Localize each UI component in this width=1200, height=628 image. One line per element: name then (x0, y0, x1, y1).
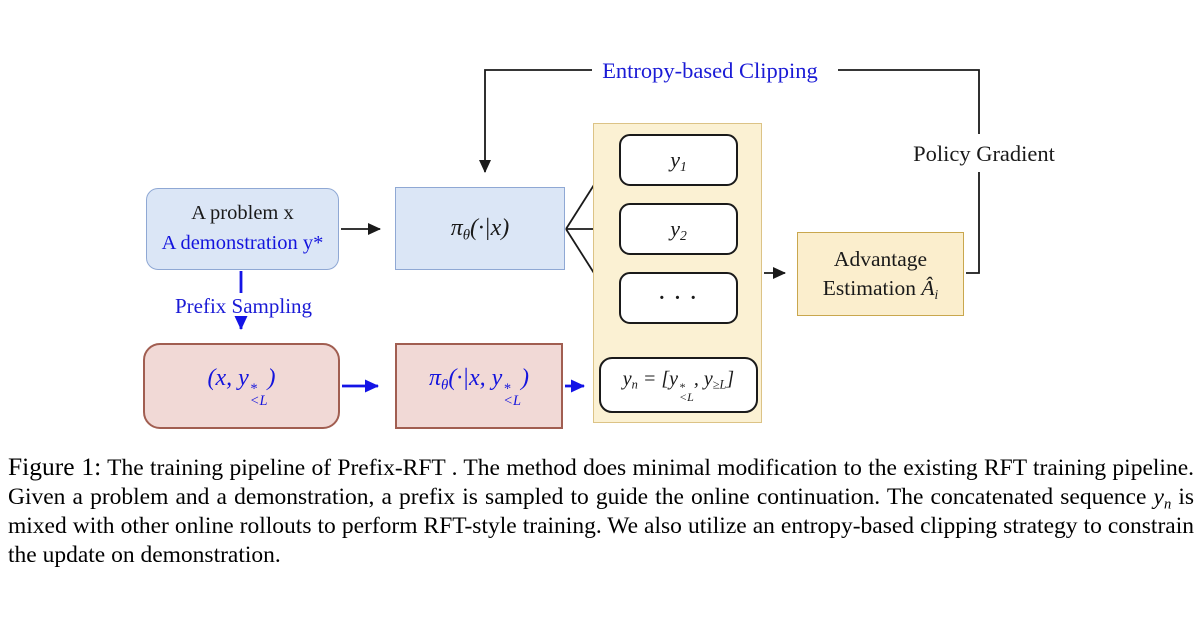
figure-caption: Figure 1: The training pipeline of Prefi… (8, 452, 1194, 570)
prefix-box: (x, y*<L) (143, 343, 340, 429)
rollout-y2-box: y2 (619, 203, 738, 255)
entropy-loop-right-line-bottom (966, 172, 980, 274)
entropy-loop-right-line-top (838, 69, 980, 134)
rollout-y1-box: y1 (619, 134, 738, 186)
y1-math: y1 (670, 147, 687, 175)
prefix-policy-box: πθ(·|x, y*<L) (395, 343, 563, 429)
problem-demonstration-box: A problem x A demonstration y* (146, 188, 339, 270)
yn-math: yn = [y*<L, y≥L] (622, 367, 735, 405)
advantage-line2: Estimation Âi (822, 276, 939, 302)
entropy-clipping-label: Entropy-based Clipping (602, 58, 818, 83)
policy-math: πθ(·|x) (450, 215, 510, 244)
figure-caption-label: Figure 1: (8, 452, 102, 481)
caption-yn-math: yn (1153, 484, 1172, 513)
rollout-dots-box: · · · (619, 272, 738, 324)
dots-text: · · · (658, 286, 699, 309)
rollouts-container: y1 y2 · · · yn = [y*<L, y≥L] (593, 123, 762, 423)
concatenated-sequence-box: yn = [y*<L, y≥L] (599, 357, 758, 413)
prefix-policy-math: πθ(·|x, y*<L) (429, 364, 529, 409)
caption-part2: is mixed with other online rollouts to p… (8, 484, 1195, 568)
y2-math: y2 (670, 216, 687, 244)
demonstration-text: A demonstration y* (161, 232, 324, 254)
prefix-math: (x, y*<L) (207, 364, 276, 409)
problem-text: A problem x (191, 202, 294, 225)
policy-gradient-label: Policy Gradient (913, 141, 1055, 166)
policy-box: πθ(·|x) (395, 187, 565, 270)
advantage-line1: Advantage (833, 246, 928, 271)
entropy-loop-left-line (479, 69, 592, 173)
advantage-estimation-box: Advantage Estimation Âi (797, 232, 964, 316)
caption-part1: The training pipeline of Prefix-RFT . Th… (8, 455, 1194, 510)
prefix-sampling-label: Prefix Sampling (174, 294, 313, 318)
